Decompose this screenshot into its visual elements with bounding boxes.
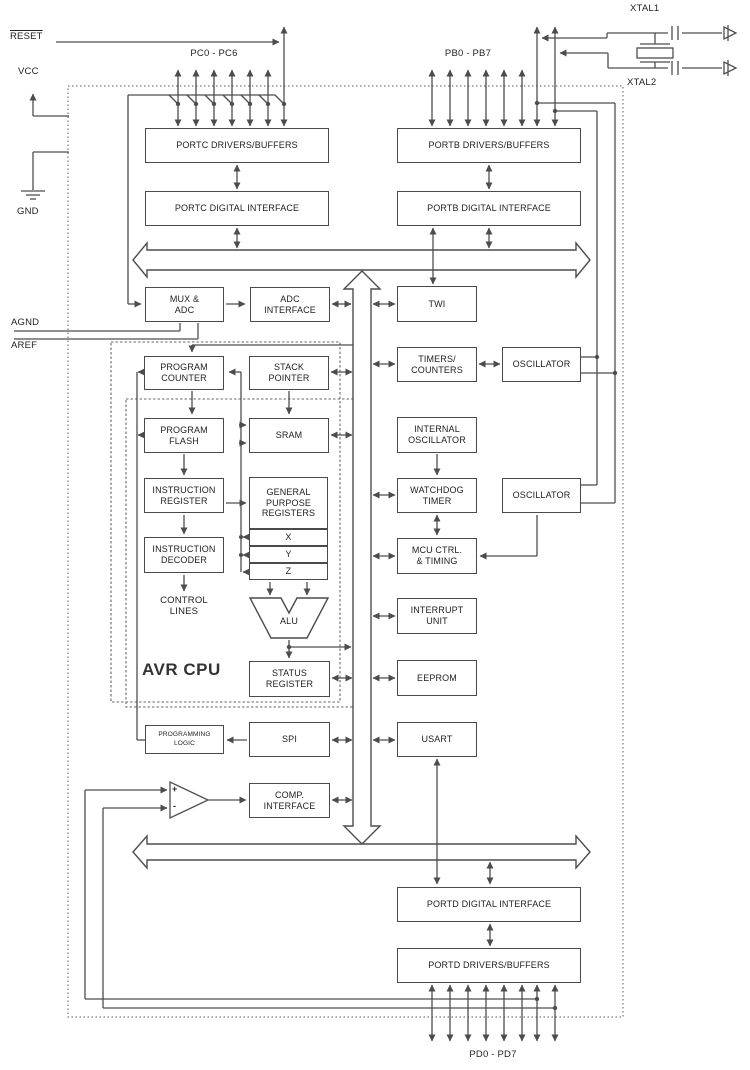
agnd-label: AGND [11,317,40,328]
xtal1-terminal-icon [723,25,738,41]
alu-label: ALU [279,616,299,626]
comparator-minus-sign: - [173,801,177,811]
block-interrupt-unit: INTERRUPT UNIT [397,598,477,634]
aref-label: AREF [11,340,38,351]
block-portb-drivers: PORTB DRIVERS/BUFFERS [397,128,581,163]
portb-pins-label: PB0 - PB7 [444,48,492,59]
block-programming-logic: PROGRAMMING LOGIC [145,725,224,754]
agnd-aref-wires [14,323,199,340]
oscillator-wires [479,102,616,560]
block-oscillator-1: OSCILLATOR [502,347,581,382]
xtal1-label: XTAL1 [630,3,660,14]
crystal-circuit [541,25,738,76]
block-twi: TWI [397,286,477,322]
block-program-flash: PROGRAM FLASH [144,418,224,453]
portc-pins [127,26,288,308]
block-sram: SRAM [249,418,329,453]
data-buses [132,241,591,870]
gnd-wire [21,151,69,200]
block-mcu-ctrl-timing: MCU CTRL. & TIMING [397,538,477,574]
control-lines-label: CONTROL LINES [160,595,208,617]
block-timers-counters: TIMERS/ COUNTERS [397,347,477,382]
vcc-label: VCC [18,66,39,77]
crystal-icon [636,33,674,68]
block-program-counter: PROGRAM COUNTER [144,356,224,390]
chip-boundary [67,85,624,1018]
block-status-register: STATUS REGISTER [249,661,330,697]
block-oscillator-2: OSCILLATOR [502,478,581,513]
block-portc-digital-interface: PORTC DIGITAL INTERFACE [145,191,329,226]
reset-label: RESET [10,31,43,42]
gnd-label: GND [17,206,39,217]
block-portb-digital-interface: PORTB DIGITAL INTERFACE [397,191,581,226]
vertical-data-bus [342,270,382,845]
top-data-bus [132,241,591,279]
avr-cpu-label: AVR CPU [142,660,221,679]
bottom-data-bus [132,834,591,870]
comparator-plus-sign: + [172,784,178,794]
block-adc-interface: ADC INTERFACE [250,287,330,322]
block-portd-digital-interface: PORTD DIGITAL INTERFACE [397,887,581,922]
block-portd-drivers: PORTD DRIVERS/BUFFERS [397,948,581,983]
block-eeprom: EEPROM [397,660,477,696]
wires [14,25,738,1042]
cpu-wires [136,344,353,744]
junction-dots [175,100,618,1011]
block-gp-registers: GENERAL PURPOSE REGISTERS [249,477,328,529]
portc-pins-label: PC0 - PC6 [190,48,238,59]
block-mux-adc: MUX & ADC [145,287,224,322]
block-comp-interface: COMP. INTERFACE [249,783,330,818]
xtal2-label: XTAL2 [627,77,657,88]
portd-pins [428,984,559,1042]
block-instruction-register: INSTRUCTION REGISTER [144,478,224,513]
avr-cpu-dashed-box [110,341,363,708]
comparator-symbol [84,780,555,1009]
port-connectors [233,164,494,947]
register-x: X [249,529,328,546]
portd-pins-label: PD0 - PD7 [469,1049,517,1060]
block-internal-oscillator: INTERNAL OSCILLATOR [397,417,477,453]
block-spi: SPI [249,722,330,757]
peripheral-wires [331,454,441,804]
block-instruction-decoder: INSTRUCTION DECODER [144,537,224,573]
vcc-wire [29,93,69,117]
block-stack-pointer: STACK POINTER [249,356,329,390]
block-usart: USART [397,722,477,757]
block-watchdog-timer: WATCHDOG TIMER [397,478,477,513]
xtal2-terminal-icon [723,60,738,76]
register-y: Y [249,546,328,563]
block-portc-drivers: PORTC DRIVERS/BUFFERS [145,128,329,163]
alu-shape [248,597,330,639]
portb-pins [428,26,559,127]
reset-label-text: RESET [10,31,43,42]
register-z: Z [249,563,328,580]
